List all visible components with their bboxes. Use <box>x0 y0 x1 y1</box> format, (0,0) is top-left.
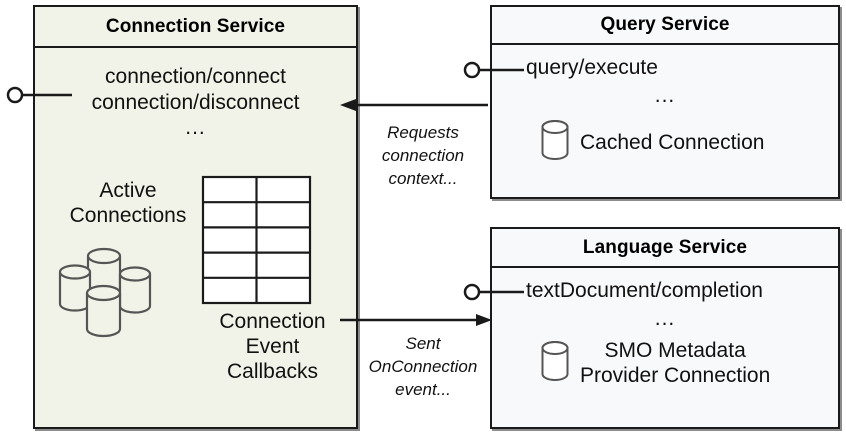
operation-ellipsis-wrap-query: ... <box>492 83 838 106</box>
callbacks-label-line2: Event <box>245 335 300 359</box>
operation-list-language-service: textDocument/completion <box>492 278 838 304</box>
active-connections-label: Active Connections <box>43 178 213 228</box>
edge-label-requests-connection-context: Requests connection context... <box>358 122 488 191</box>
operation-ellipsis-wrap-language: ... <box>492 306 838 329</box>
cached-connection-resource: Cached Connection <box>540 118 764 167</box>
operation-list-connection-service: connection/connect connection/disconnect… <box>35 64 356 138</box>
callbacks-label-line1: Connection <box>219 310 326 333</box>
operation-ellipsis-language-service: ... <box>654 307 676 330</box>
connection-event-callbacks-label: Connection Event Callbacks <box>190 309 355 385</box>
edge-arrow-requests-connection-context <box>340 99 488 111</box>
active-connections-label-line2: Connections <box>69 204 187 228</box>
component-language-service[interactable]: Language Service textDocument/completion… <box>490 227 840 429</box>
database-icon <box>540 339 570 388</box>
component-connection-service[interactable]: Connection Service connection/connect co… <box>33 5 358 429</box>
active-connections-label-line1: Active <box>99 179 157 202</box>
smo-metadata-provider-label: SMO Metadata Provider Connection <box>580 338 770 388</box>
component-title-language-service: Language Service <box>492 229 838 268</box>
edge-label-sent-line1: Sent <box>405 334 441 353</box>
callbacks-label-line3: Callbacks <box>226 360 319 384</box>
component-body-connection-service: connection/connect connection/disconnect… <box>35 48 356 427</box>
smo-label-line1: SMO Metadata <box>604 339 746 362</box>
operation-query-execute[interactable]: query/execute <box>526 56 658 79</box>
smo-label-line2: Provider Connection <box>580 364 771 388</box>
component-body-query-service: query/execute ... Cached Connection <box>492 45 838 197</box>
component-query-service[interactable]: Query Service query/execute ... Cached C… <box>490 5 840 199</box>
smo-metadata-provider-resource: SMO Metadata Provider Connection <box>540 338 770 388</box>
operation-ellipsis-query-service: ... <box>654 84 676 107</box>
operation-connection-connect[interactable]: connection/connect <box>105 65 286 88</box>
database-icon <box>540 118 570 167</box>
component-title-query-service: Query Service <box>492 7 838 45</box>
edge-label-sent-line2: OnConnection <box>368 356 478 376</box>
edge-label-sent-onconnection-event: Sent OnConnection event... <box>358 333 488 402</box>
edge-label-requests-line1: Requests <box>387 123 459 142</box>
edge-label-requests-line2: connection <box>381 145 465 165</box>
operation-list-query-service: query/execute <box>492 55 838 81</box>
operation-textdocument-completion[interactable]: textDocument/completion <box>526 279 763 302</box>
cached-connection-label: Cached Connection <box>580 130 765 154</box>
component-title-connection-service: Connection Service <box>35 7 356 48</box>
operation-ellipsis-connection-service: ... <box>185 116 206 140</box>
component-body-language-service: textDocument/completion ... SMO Metadata… <box>492 268 838 427</box>
edge-arrow-sent-onconnection-event <box>340 314 492 326</box>
operation-connection-disconnect[interactable]: connection/disconnect <box>91 90 300 114</box>
edge-label-requests-line3: context... <box>388 168 458 188</box>
edge-label-sent-line3: event... <box>395 379 451 399</box>
